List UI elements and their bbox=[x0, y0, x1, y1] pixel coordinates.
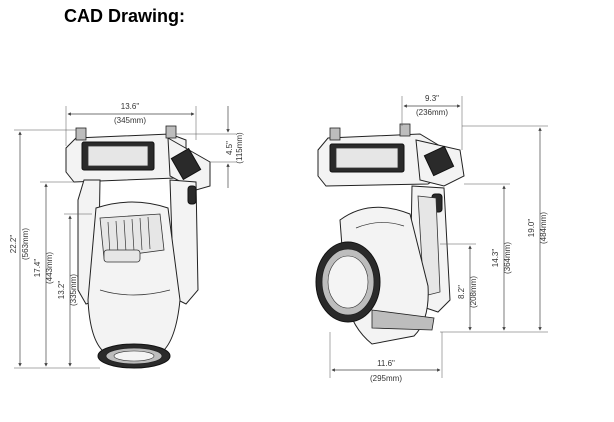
front-width-in: 13.6" bbox=[121, 102, 140, 111]
front-total-height-mm: (563mm) bbox=[21, 228, 30, 260]
side-height1-mm: (208mm) bbox=[469, 276, 478, 308]
front-height3-mm: (335mm) bbox=[69, 274, 78, 306]
front-total-height-in: 22.2" bbox=[9, 235, 18, 254]
side-height2-mm: (364mm) bbox=[503, 242, 512, 274]
front-head-in: 4.5" bbox=[225, 141, 234, 155]
side-height1-in: 8.2" bbox=[457, 285, 466, 299]
side-base-in: 11.6" bbox=[377, 359, 395, 368]
front-view-dimensions: 13.6" (345mm) 4.5" (115mm) 22.2" (563mm)… bbox=[9, 102, 244, 369]
front-height3-in: 13.2" bbox=[57, 281, 66, 300]
side-depth-mm: (236mm) bbox=[416, 108, 448, 117]
front-height2-mm: (443mm) bbox=[45, 252, 54, 284]
side-height3-mm: (484mm) bbox=[539, 212, 548, 244]
side-height2-in: 14.3" bbox=[491, 249, 500, 268]
front-head-mm: (115mm) bbox=[235, 132, 244, 164]
side-height3-in: 19.0" bbox=[527, 219, 536, 238]
front-view-fixture bbox=[65, 125, 211, 369]
side-view-fixture bbox=[315, 123, 465, 345]
front-width-mm: (345mm) bbox=[114, 116, 146, 125]
side-base-mm: (295mm) bbox=[370, 374, 402, 383]
page-title: CAD Drawing: bbox=[64, 6, 185, 26]
side-view-dimensions: 9.3" (236mm) 11.6" (295mm) 8.2" (208mm) … bbox=[329, 94, 548, 383]
side-depth-in: 9.3" bbox=[425, 94, 439, 103]
front-height2-in: 17.4" bbox=[33, 259, 42, 278]
